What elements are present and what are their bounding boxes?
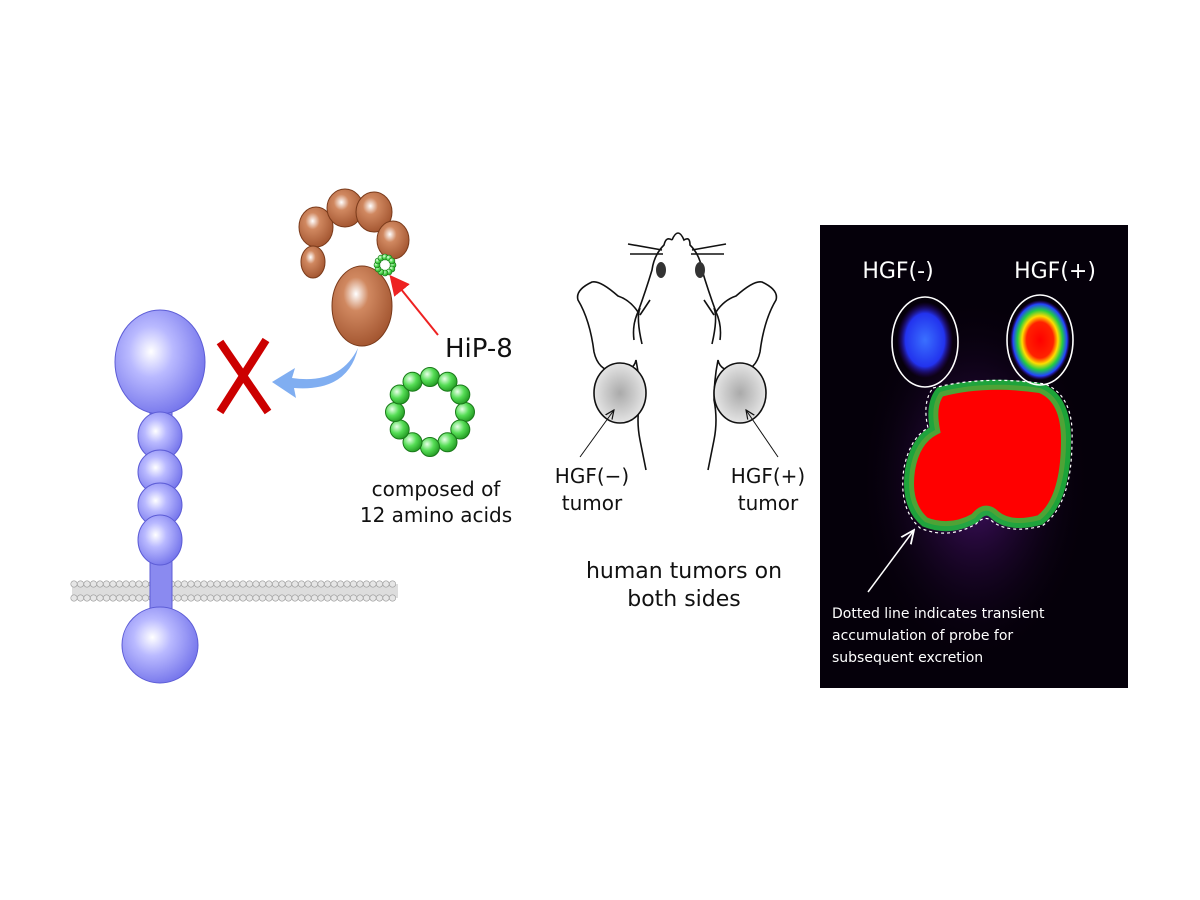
mouse-caption-line-1: human tumors on [586,559,782,584]
right-tumor-pointer [746,410,779,458]
imaging-right-label: HGF(+) [1014,259,1096,284]
note-line-3: subsequent excretion [832,650,983,666]
composition-line-2: 12 amino acids [360,503,512,527]
note-line-1: Dotted line indicates transient [832,606,1045,622]
hgf-neg-outline [891,296,959,388]
hip8-peptide-ring-icon [385,367,475,457]
amino-acid-bead [450,384,471,405]
hgf-neg-signal [897,302,953,378]
bound-peptide-icon [373,253,397,277]
mouse-caption-line-2: both sides [627,587,741,612]
blocked-x-icon [216,337,272,415]
amino-acid-bead [455,402,475,422]
right-eye-icon [695,262,705,278]
note-arrow-icon [867,530,914,593]
met-receptor [70,309,398,684]
amino-acid-bead [389,419,410,440]
right-tumor-label: HGF(+) [731,464,805,488]
hgf-pos-outline [1006,294,1074,386]
amino-acid-bead [437,371,458,392]
mouse-outline-icon [576,232,778,471]
probe-name: HiP-8 [445,334,513,364]
pointer-arrow-icon [389,274,439,336]
amino-acid-bead [450,419,471,440]
amino-acid-bead [420,367,440,387]
amino-acid-bead [402,371,423,392]
left-tumor-pointer [579,410,614,458]
kidney-signal [904,379,1072,532]
composition-line-1: composed of [372,477,502,501]
amino-acid-bead [385,402,405,422]
amino-acid-bead [388,257,396,265]
binding-arrow-icon [272,348,358,398]
amino-acid-bead [389,384,410,405]
left-eye-icon [656,262,666,278]
amino-acid-bead [420,437,440,457]
amino-acid-bead [402,432,423,453]
dotted-outline [902,379,1073,534]
imaging-left-label: HGF(-) [862,259,933,284]
left-tumor-icon [593,362,647,424]
left-tumor-label: HGF(−) [555,464,629,488]
imaging-panel: HGF(-) HGF(+) Dotted line indicates tran… [820,225,1128,688]
cell-membrane [70,580,398,602]
note-line-2: accumulation of probe for [832,628,1013,644]
amino-acid-bead [437,432,458,453]
right-tumor-sublabel: tumor [738,491,799,515]
left-tumor-sublabel: tumor [562,491,623,515]
hgf-ligand [298,188,410,347]
hgf-pos-signal [1010,300,1070,380]
right-tumor-icon [713,362,767,424]
